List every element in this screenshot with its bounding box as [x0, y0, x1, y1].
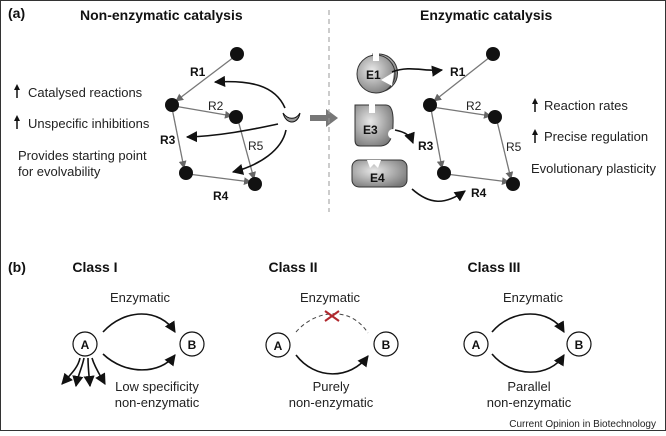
note-line-2: for evolvability	[18, 164, 101, 179]
bullet-unspecific: Unspecific inhibitions	[28, 116, 150, 131]
non-enzymatic-title: Non-enzymatic catalysis	[80, 7, 243, 23]
right-network	[423, 47, 520, 191]
enzyme-label: E3	[363, 123, 378, 137]
catalyst-crescent-icon	[282, 112, 301, 123]
class-title: Class I	[72, 259, 117, 275]
top-label: Enzymatic	[503, 290, 563, 305]
reaction-label: R4	[213, 189, 229, 203]
node-b: B	[188, 338, 197, 352]
node-a: A	[81, 338, 90, 352]
reaction-label: R5	[248, 139, 264, 153]
enzyme-label: E1	[366, 68, 381, 82]
note-evolutionary-plasticity: Evolutionary plasticity	[531, 161, 656, 176]
reaction-label: R2	[466, 99, 482, 113]
class-2: Class II Enzymatic A B Purely non-enzyma…	[265, 259, 399, 410]
bottom-label: Parallel	[507, 379, 550, 394]
enzyme-e1-icon	[356, 53, 398, 94]
reaction-label: R1	[450, 65, 466, 79]
footer-source: Current Opinion in Biotechnology	[509, 419, 656, 430]
enzymatic-title: Enzymatic catalysis	[420, 7, 553, 23]
note-line-1: Provides starting point	[18, 148, 147, 163]
enzyme-label: E4	[370, 171, 385, 185]
panel-a-label: (a)	[8, 5, 25, 21]
class-3: Class III Enzymatic A B Parallel non-enz…	[463, 259, 592, 410]
node-a: A	[274, 339, 283, 353]
bottom-label: non-enzymatic	[115, 395, 200, 410]
bottom-label: non-enzymatic	[487, 395, 572, 410]
bullet-precise-regulation: Precise regulation	[544, 129, 648, 144]
left-network	[165, 47, 301, 191]
class-title: Class III	[468, 259, 521, 275]
reaction-label: R5	[506, 140, 522, 154]
bottom-label: Purely	[313, 379, 350, 394]
bullet-reaction-rates: Reaction rates	[544, 98, 628, 113]
up-arrow-icon	[532, 129, 538, 143]
reaction-label: R1	[190, 65, 206, 79]
node-b: B	[575, 338, 584, 352]
bottom-label: Low specificity	[115, 379, 199, 394]
node-b: B	[382, 338, 391, 352]
class-title: Class II	[268, 259, 317, 275]
up-arrow-icon	[14, 115, 20, 129]
bottom-label: non-enzymatic	[289, 395, 374, 410]
top-label: Enzymatic	[300, 290, 360, 305]
bullet-catalysed: Catalysed reactions	[28, 85, 143, 100]
reaction-label: R3	[418, 139, 434, 153]
blocked-x-icon	[324, 310, 340, 322]
reaction-label: R3	[160, 133, 176, 147]
enzyme-e3-icon	[354, 104, 398, 147]
up-arrow-icon	[532, 98, 538, 112]
panel-b-label: (b)	[8, 259, 26, 275]
class-1: Class I Enzymatic A B Low specificity no…	[61, 259, 205, 410]
enzyme-e4-icon	[351, 159, 408, 188]
up-arrow-icon	[14, 84, 20, 98]
reaction-label: R4	[471, 186, 487, 200]
node-a: A	[472, 338, 481, 352]
transition-arrow-icon	[310, 109, 338, 127]
reaction-label: R2	[208, 99, 224, 113]
top-label: Enzymatic	[110, 290, 170, 305]
